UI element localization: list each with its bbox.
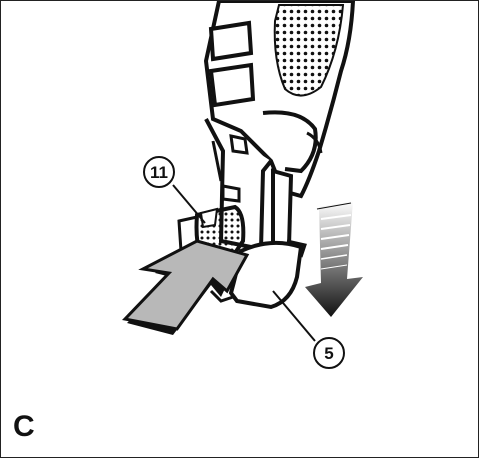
callout-5: 5 (272, 290, 345, 369)
tool-housing (203, 1, 356, 199)
grip-slot (208, 62, 256, 108)
vent-grille (273, 4, 345, 97)
push-arrow (122, 239, 250, 335)
callout-label-11: 11 (150, 163, 168, 182)
callout-11: 11 (143, 156, 206, 224)
callout-label-5: 5 (324, 344, 333, 363)
figure-letter: C (13, 410, 35, 443)
grip-slot (208, 20, 254, 62)
slide-direction-arrow (305, 201, 363, 317)
